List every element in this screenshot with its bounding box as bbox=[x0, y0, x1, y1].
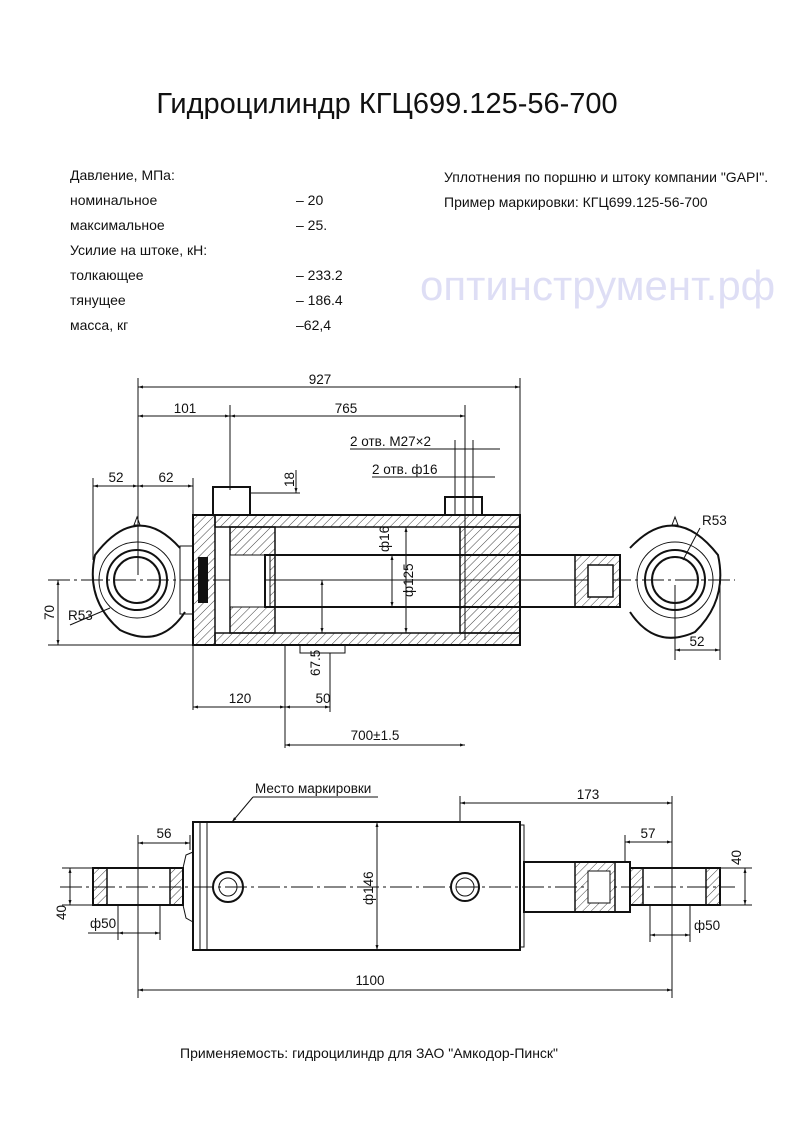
push-label: толкающее bbox=[70, 267, 144, 283]
section-view: 927 101 765 2 отв. М27×2 2 отв. ф16 52 6… bbox=[42, 372, 735, 748]
push-value: – 233.2 bbox=[296, 267, 343, 283]
dim-67-5: 67.5 bbox=[308, 650, 323, 676]
dim-120: 120 bbox=[229, 691, 252, 706]
specs-block: Давление, МПа: номинальное – 20 максимал… bbox=[70, 167, 343, 333]
dim-40-left: 40 bbox=[54, 905, 69, 920]
dim-stroke: 700±1.5 bbox=[351, 728, 400, 743]
nominal-label: номинальное bbox=[70, 192, 157, 208]
dim-18: 18 bbox=[282, 472, 297, 487]
watermark: оптинструмент.рф bbox=[420, 262, 775, 309]
applicability-note: Применяемость: гидроцилиндр для ЗАО "Амк… bbox=[180, 1045, 558, 1061]
dim-765: 765 bbox=[335, 401, 358, 416]
dim-52-right: 52 bbox=[689, 634, 704, 649]
pin-dia-right: ф50 bbox=[694, 918, 720, 933]
dim-57: 57 bbox=[640, 826, 655, 841]
r53-left: R53 bbox=[68, 608, 93, 623]
r53-right: R53 bbox=[702, 513, 727, 528]
force-heading: Усилие на штоке, кН: bbox=[70, 242, 207, 258]
max-value: – 25. bbox=[296, 217, 327, 233]
dim-927: 927 bbox=[309, 372, 332, 387]
dim-1100: 1100 bbox=[355, 973, 384, 988]
dim-70: 70 bbox=[42, 605, 57, 620]
max-label: максимальное bbox=[70, 217, 165, 233]
pull-label: тянущее bbox=[70, 292, 126, 308]
pressure-heading: Давление, МПа: bbox=[70, 167, 175, 183]
dim-rod-partial: ф16 bbox=[377, 526, 392, 552]
nominal-value: – 20 bbox=[296, 192, 323, 208]
seals-note: Уплотнения по поршню и штоку компании "G… bbox=[444, 169, 768, 185]
mass-value: –62,4 bbox=[296, 317, 331, 333]
dim-52-left: 52 bbox=[108, 470, 123, 485]
mass-label: масса, кг bbox=[70, 317, 128, 333]
ports-thread-label: 2 отв. М27×2 bbox=[350, 434, 431, 449]
top-view: Место маркировки 56 173 57 40 40 ф50 ф50… bbox=[54, 781, 752, 998]
dim-62: 62 bbox=[158, 470, 173, 485]
marking-place-label: Место маркировки bbox=[255, 781, 371, 796]
left-eye bbox=[91, 515, 208, 638]
pin-dia-left: ф50 bbox=[90, 916, 116, 931]
marking-example: Пример маркировки: КГЦ699.125-56-700 bbox=[444, 194, 708, 210]
dim-173: 173 bbox=[577, 787, 600, 802]
dim-bore: ф125 bbox=[401, 563, 416, 597]
dim-40-right: 40 bbox=[729, 850, 744, 865]
pull-value: – 186.4 bbox=[296, 292, 343, 308]
dim-50: 50 bbox=[315, 691, 330, 706]
dim-body-dia: ф146 bbox=[361, 871, 376, 905]
ports-hole-label: 2 отв. ф16 bbox=[372, 462, 437, 477]
dim-101: 101 bbox=[174, 401, 197, 416]
dim-56: 56 bbox=[156, 826, 171, 841]
drawing-title: Гидроцилиндр КГЦ699.125-56-700 bbox=[156, 88, 617, 120]
